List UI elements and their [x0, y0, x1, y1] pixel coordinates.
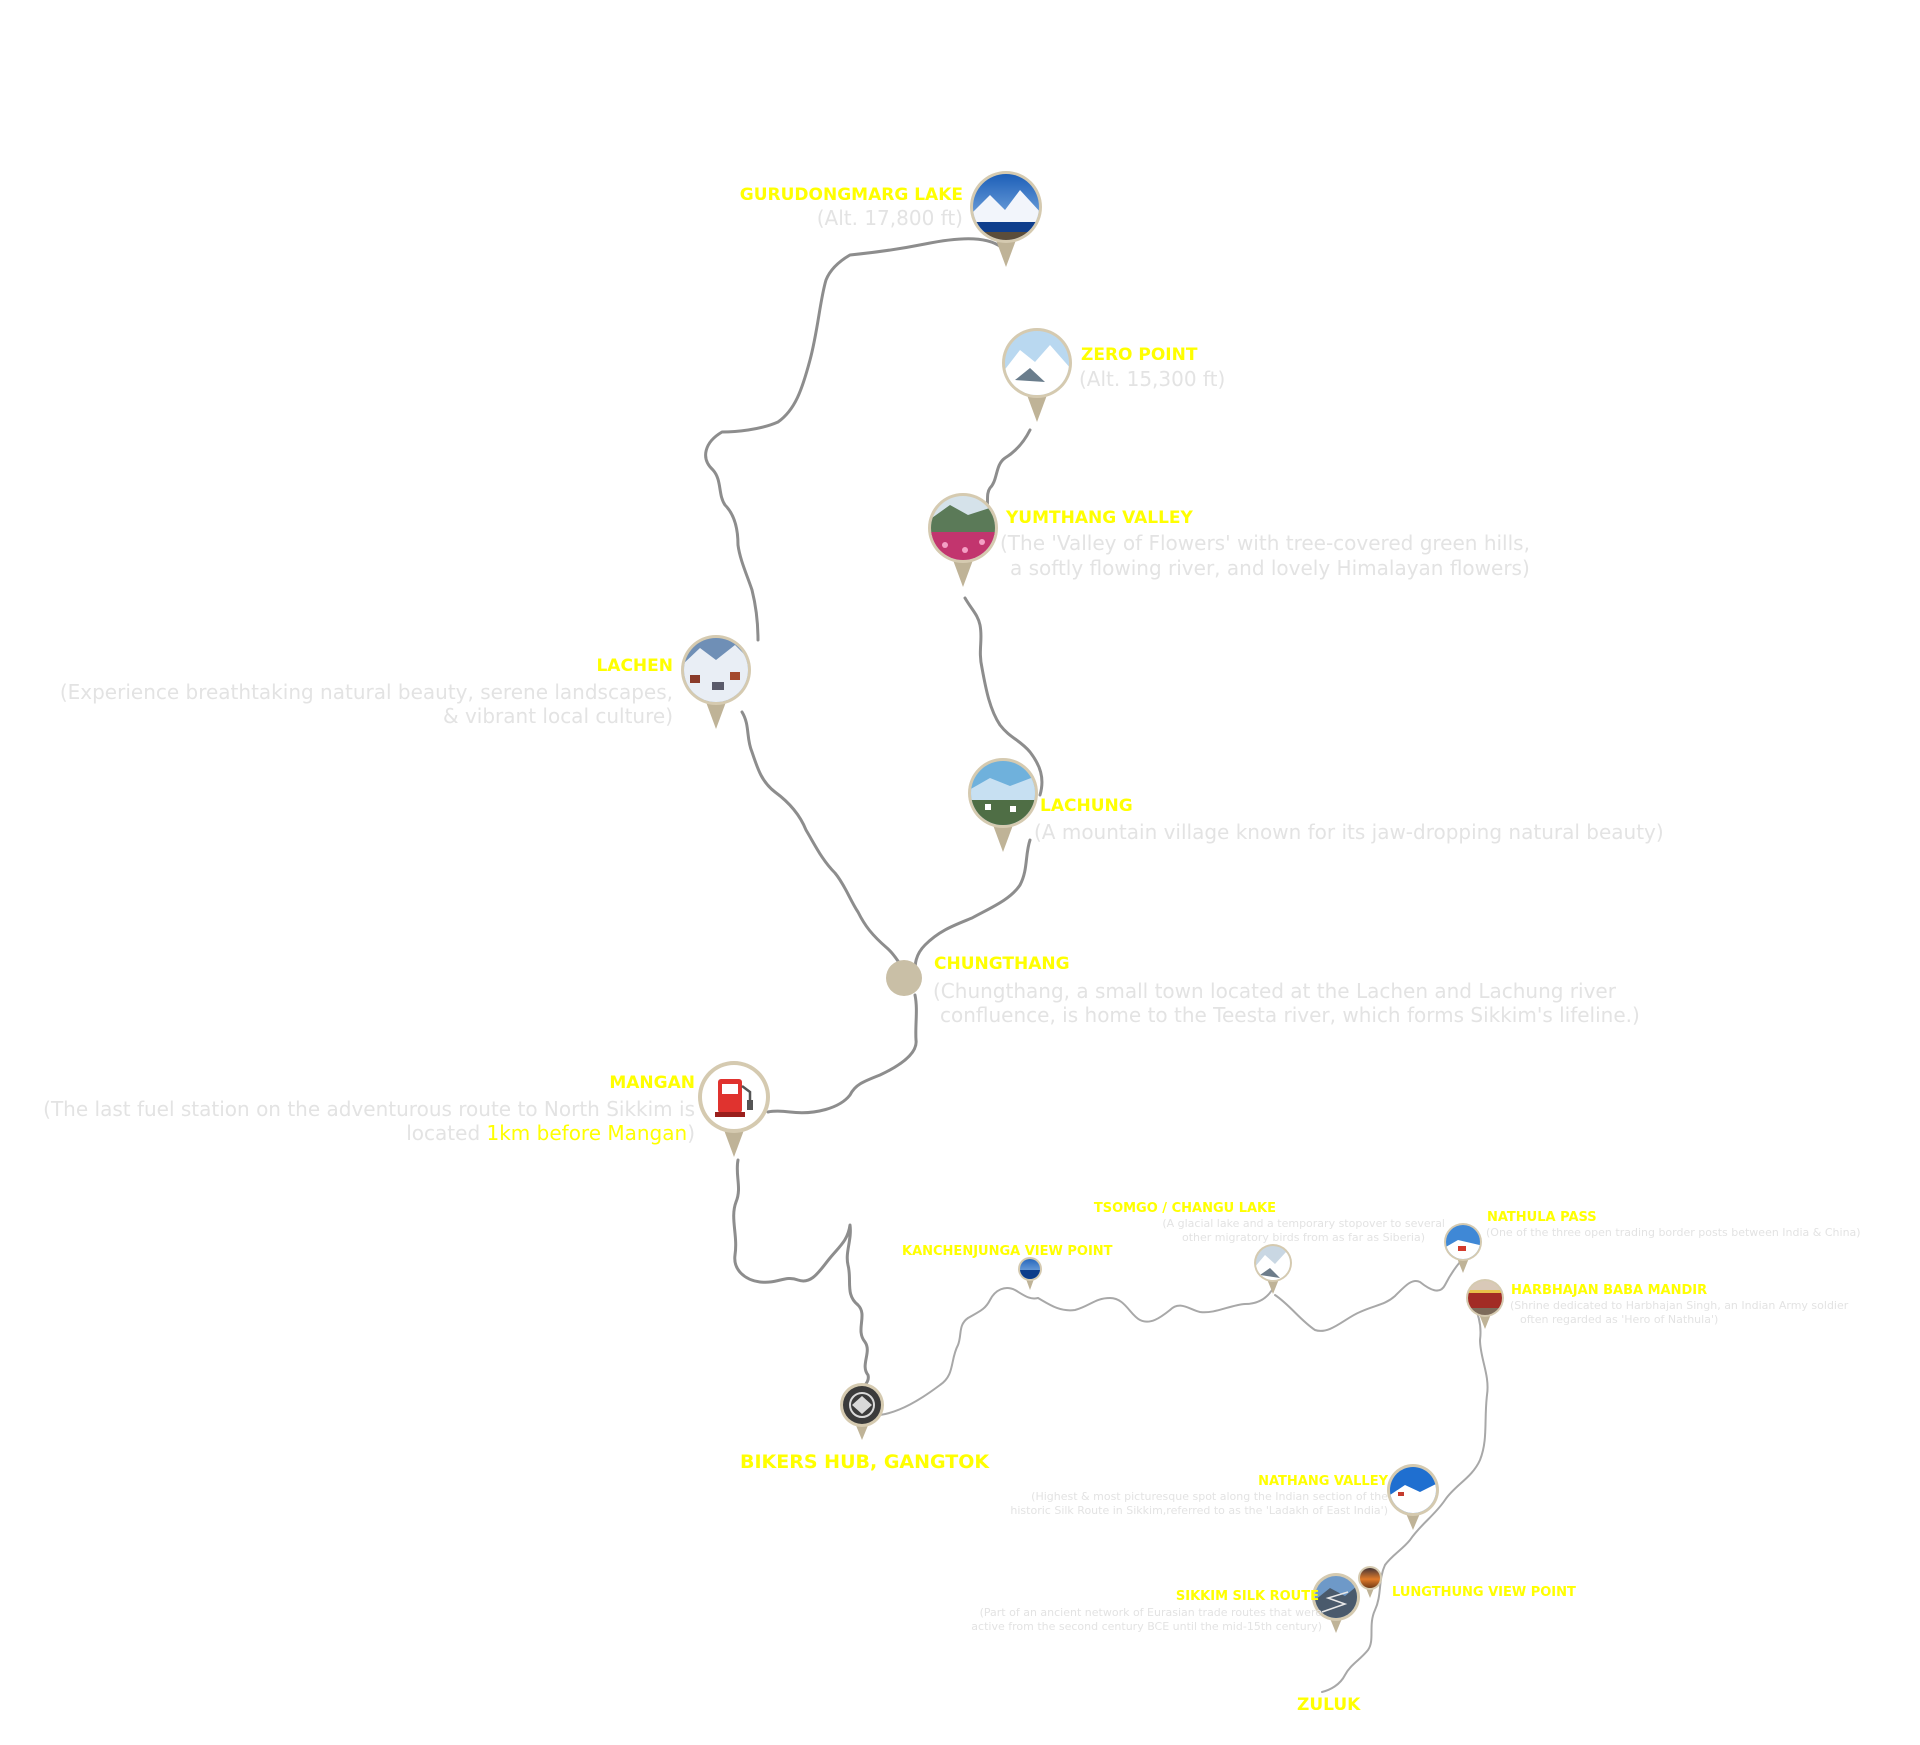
lachen-title: LACHEN [596, 656, 673, 676]
pin-tail [993, 825, 1013, 852]
kanchenjunga-title: KANCHENJUNGA VIEW POINT [902, 1244, 1113, 1259]
pin-tail [724, 1130, 744, 1157]
pin-tail [1457, 1258, 1469, 1273]
road-harbhajan-zuluk [1321, 1299, 1489, 1693]
chungthang-description-line1: (Chungthang, a small town located at the… [933, 979, 1616, 1003]
pin-mangan[interactable] [698, 1061, 770, 1157]
yumthang-description-line1: (The 'Valley of Flowers' with tree-cover… [1000, 531, 1530, 555]
zigzag-road-photo-icon [1315, 1576, 1357, 1618]
pin-tsomgo[interactable] [1254, 1244, 1294, 1294]
zero-point-altitude: (Alt. 15,300 ft) [1079, 367, 1226, 391]
mangan-desc-prefix: located [406, 1121, 487, 1145]
silk-route-description-line1: (Part of an ancient network of Eurasian … [979, 1606, 1322, 1619]
sunrise-view-photo-icon [1360, 1568, 1380, 1588]
harbhajan-title: HARBHAJAN BABA MANDIR [1511, 1283, 1708, 1298]
harbhajan-description-line2: often regarded as 'Hero of Nathula') [1520, 1313, 1719, 1326]
lungthung-title: LUNGTHUNG VIEW POINT [1392, 1585, 1576, 1600]
nathang-description-line1: (Highest & most picturesque spot along t… [1031, 1490, 1388, 1503]
road-kanchenjunga-tsomgo [1037, 1289, 1273, 1323]
chungthang-title: CHUNGTHANG [934, 954, 1070, 974]
pin-tail [706, 702, 726, 729]
gurudongmarg-title: GURUDONGMARG LAKE [739, 185, 963, 205]
snow-valley-photo-icon [1390, 1467, 1436, 1513]
lachung-description: (A mountain village known for its jaw-dr… [1034, 820, 1664, 844]
bikers-hub-logo-icon [843, 1386, 881, 1424]
pin-tail [953, 560, 973, 587]
lachung-title: LACHUNG [1040, 796, 1133, 816]
snow-peak-photo-icon [1005, 331, 1069, 395]
road-gurudongmarg-lachen [704, 237, 1003, 642]
silk-route-title: SIKKIM SILK ROUTE [1175, 1589, 1319, 1604]
gurudongmarg-altitude: (Alt. 17,800 ft) [816, 206, 963, 230]
chungthang-dot[interactable] [886, 960, 922, 996]
pin-lachung[interactable] [968, 758, 1039, 852]
road-network [704, 237, 1489, 1693]
yumthang-description-line2: a softly flowing river, and lovely Himal… [1010, 556, 1530, 580]
pin-kanchenjunga[interactable] [1018, 1257, 1042, 1290]
nathula-description: (One of the three open trading border po… [1486, 1226, 1861, 1239]
tsomgo-description-line1: (A glacial lake and a temporary stopover… [1162, 1217, 1445, 1230]
village-photo-icon [684, 638, 748, 702]
lachen-description-line1: (Experience breathtaking natural beauty,… [59, 680, 673, 704]
bikers-hub-title: BIKERS HUB, GANGTOK [740, 1451, 990, 1473]
yumthang-title: YUMTHANG VALLEY [1006, 508, 1193, 528]
silk-route-description-line2: active from the second century BCE until… [971, 1620, 1322, 1633]
nathang-title: NATHANG VALLEY [1258, 1474, 1388, 1489]
tsomgo-title: TSOMGO / CHANGU LAKE [1093, 1201, 1276, 1216]
temple-photo-icon [1468, 1281, 1502, 1315]
chungthang-description-line2: confluence, is home to the Teesta river,… [940, 1003, 1640, 1027]
pin-tail [855, 1423, 869, 1440]
mangan-title: MANGAN [609, 1073, 695, 1093]
mangan-description-line1: (The last fuel station on the adventurou… [43, 1097, 695, 1121]
pin-tail [996, 240, 1016, 267]
pin-tail [1479, 1314, 1491, 1329]
zuluk-title: ZULUK [1297, 1695, 1361, 1715]
pin-harbhajan[interactable] [1466, 1279, 1506, 1329]
road-tsomgo-nathula [1274, 1261, 1461, 1332]
pin-tail [1366, 1588, 1374, 1598]
pin-gurudongmarg[interactable] [970, 171, 1042, 267]
road-mangan-gangtok [732, 1158, 870, 1390]
pin-lungthung[interactable] [1358, 1566, 1382, 1598]
mangan-fuel-distance: 1km before Mangan [486, 1121, 688, 1145]
pin-nathang[interactable] [1387, 1464, 1439, 1530]
pin-zero-point[interactable] [1002, 328, 1073, 422]
mangan-desc-suffix: ) [687, 1121, 695, 1145]
road-lachung-chungthang [913, 838, 1032, 974]
road-yumthang-lachung [963, 596, 1044, 797]
mountain-lake-photo-icon [973, 174, 1039, 240]
road-chungthang-mangan [766, 993, 918, 1115]
tsomgo-description-line2: other migratory birds from as far as Sib… [1181, 1231, 1425, 1244]
pin-tail [1267, 1279, 1279, 1294]
lachen-description-line2: & vibrant local culture) [443, 704, 673, 728]
pin-tail [1026, 1279, 1034, 1290]
road-gangtok-kanchenjunga [879, 1287, 1039, 1416]
pin-yumthang[interactable] [928, 493, 999, 587]
nathang-description-line2: historic Silk Route in Sikkim,referred t… [1010, 1504, 1388, 1517]
harbhajan-description-line1: (Shrine dedicated to Harbhajan Singh, an… [1510, 1299, 1849, 1312]
mangan-description-line2: located 1km before Mangan) [30, 1121, 695, 1146]
mountain-view-photo-icon [1020, 1259, 1040, 1279]
pin-silk-route[interactable] [1312, 1573, 1360, 1633]
pin-lachen[interactable] [681, 635, 752, 729]
road-lachen-chungthang [740, 710, 905, 970]
nathula-title: NATHULA PASS [1487, 1210, 1597, 1225]
road-zeropoint-yumthang [983, 428, 1032, 514]
pin-nathula[interactable] [1444, 1223, 1484, 1273]
pin-bikers-hub[interactable] [840, 1383, 884, 1440]
zero-point-title: ZERO POINT [1081, 345, 1198, 365]
fuel-pump-icon [715, 1079, 753, 1117]
pin-tail [1027, 395, 1047, 422]
pin-tail [1405, 1511, 1421, 1530]
